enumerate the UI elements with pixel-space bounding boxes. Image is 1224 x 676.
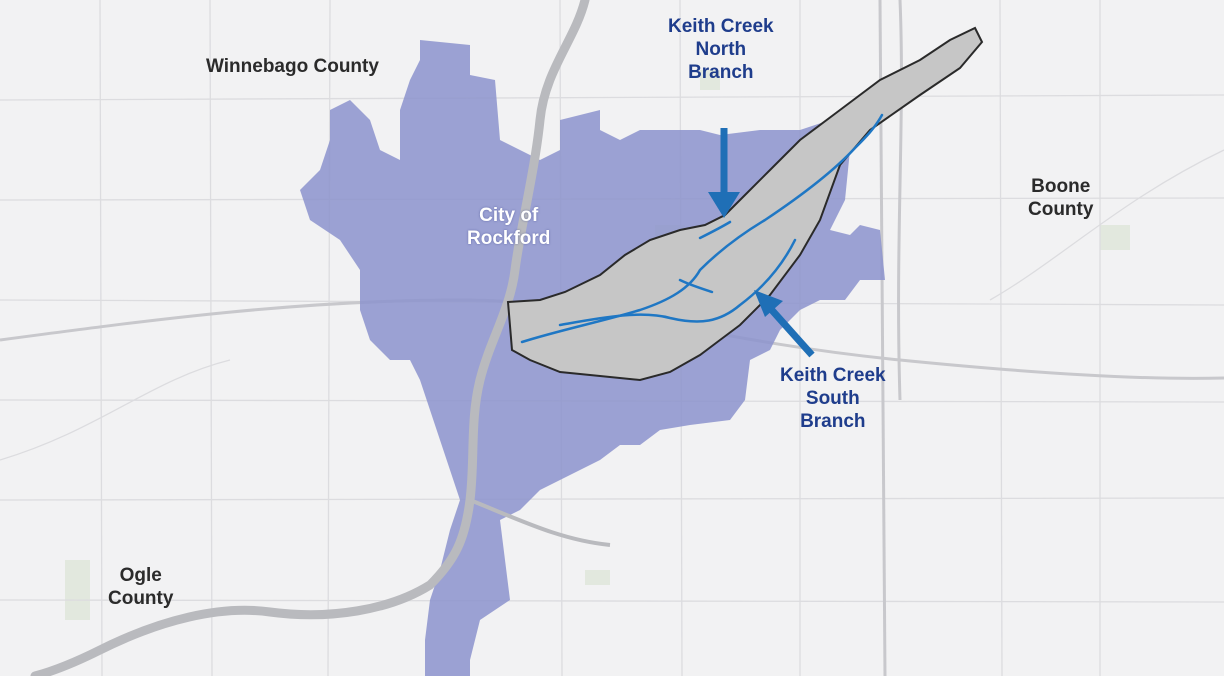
road <box>99 0 103 676</box>
north-branch-line-3: Branch <box>688 61 754 83</box>
keith-creek-north-branch <box>520 113 884 344</box>
ogle-county-line-1: Ogle <box>119 565 162 586</box>
arrow-head <box>708 192 740 218</box>
keith-creek-south-branch <box>558 238 797 327</box>
park-area <box>585 570 610 585</box>
road <box>999 0 1003 676</box>
road <box>989 149 1224 301</box>
city-of-rockford-line-1: City of <box>479 205 539 226</box>
north-branch-pointer <box>708 128 740 218</box>
winnebago-county-label: Winnebago County <box>206 56 379 79</box>
park-area <box>65 560 90 620</box>
south-branch-line-2: South <box>805 387 860 409</box>
keith-creek-streams <box>520 113 884 344</box>
winnebago-county-text: Winnebago County <box>206 56 379 77</box>
ogle-county-label: Ogle County <box>108 565 173 611</box>
city-of-rockford-line-2: Rockford <box>467 227 551 249</box>
road <box>327 0 331 676</box>
keith-creek-tributary <box>678 278 714 294</box>
arrow-head <box>754 290 783 317</box>
road <box>0 94 1224 101</box>
arrow-up-left-icon <box>767 305 815 358</box>
north-branch-line-1: Keith Creek <box>668 16 774 37</box>
highway <box>897 0 903 401</box>
road <box>0 599 1224 603</box>
keith-creek-south-branch-label: Keith Creek South Branch <box>780 365 886 433</box>
keith-creek-north-branch-label: Keith Creek North Branch <box>668 16 774 84</box>
boone-county-line-2: County <box>1028 198 1094 220</box>
city-of-rockford-label: City of Rockford <box>467 205 550 251</box>
boone-county-line-1: Boone <box>1031 176 1091 197</box>
river-tributary <box>469 498 611 547</box>
north-branch-line-2: North <box>695 38 747 60</box>
south-branch-line-1: Keith Creek <box>780 365 886 386</box>
park-area <box>700 70 720 90</box>
south-branch-pointer <box>754 290 815 358</box>
road <box>209 0 213 676</box>
boone-county-label: Boone County <box>1028 176 1093 222</box>
road <box>0 359 231 461</box>
rock-river <box>30 0 590 676</box>
road <box>0 497 1224 501</box>
keith-creek-watershed <box>506 26 984 382</box>
park-area <box>1100 225 1130 250</box>
keith-creek-tributary <box>698 220 732 240</box>
ogle-county-line-2: County <box>108 587 174 609</box>
south-branch-line-3: Branch <box>800 410 866 432</box>
